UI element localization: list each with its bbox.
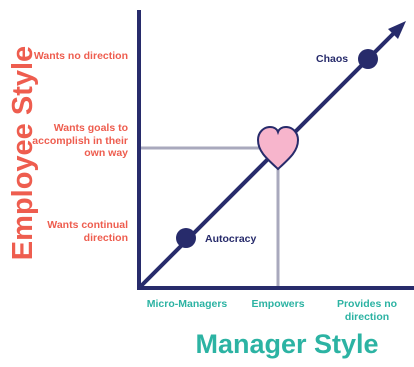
y-level-label: Wants goals to accomplish in their own w… xyxy=(32,122,128,159)
heart-icon xyxy=(256,125,300,171)
chaos-point xyxy=(358,49,378,69)
arrow-head-icon xyxy=(388,21,406,39)
diagonal-line xyxy=(137,30,397,290)
autocracy-label: Autocracy xyxy=(205,233,257,245)
y-level-label: Wants no direction xyxy=(33,50,128,62)
x-level-label: Empowers xyxy=(251,298,305,310)
y-level-label: Wants continual direction xyxy=(47,219,128,244)
x-level-label: Provides no direction xyxy=(336,298,398,323)
x-level-label: Micro-Managers xyxy=(146,298,228,310)
chaos-label: Chaos xyxy=(316,53,349,65)
autocracy-point xyxy=(176,228,196,248)
x-axis-title: Manager Style xyxy=(195,329,379,359)
